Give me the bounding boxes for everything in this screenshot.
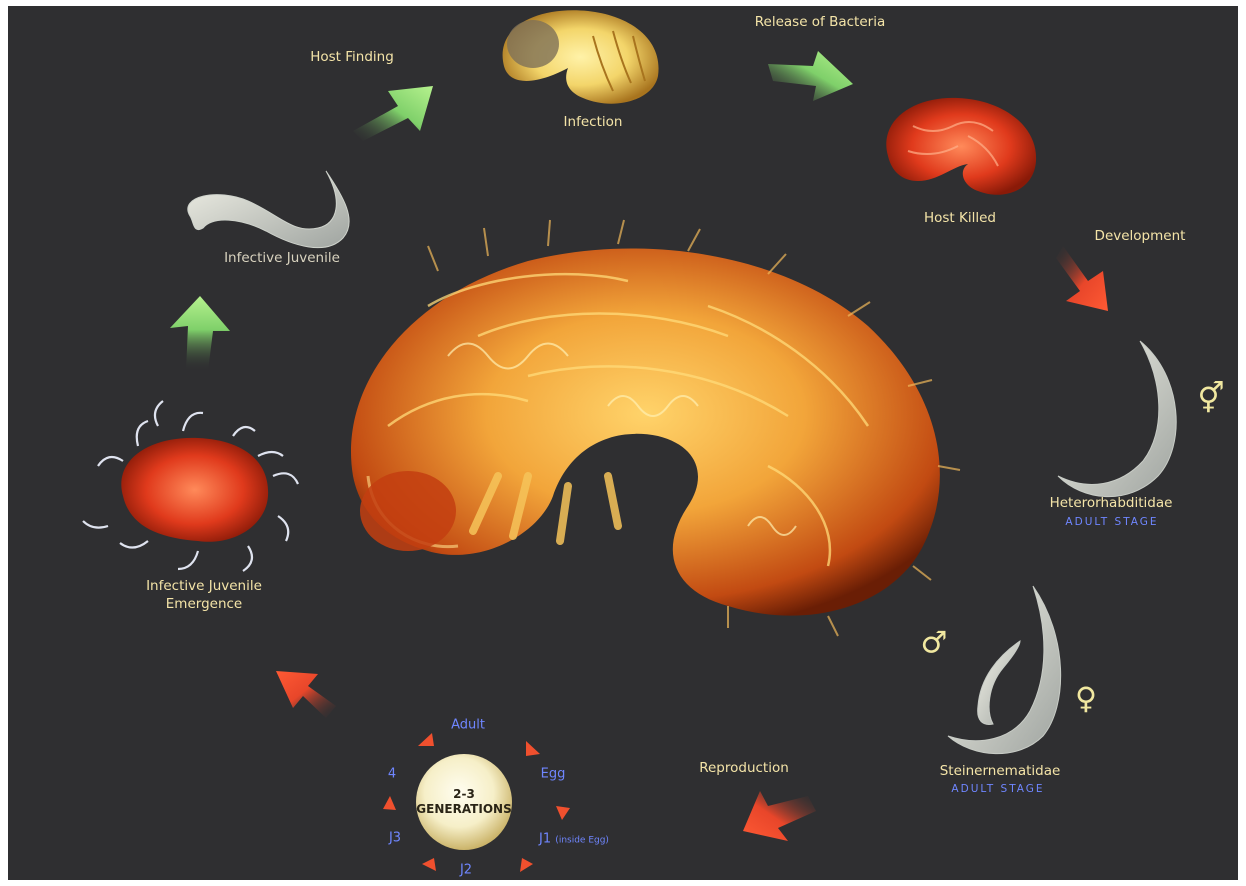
emergence-larva [83,401,298,571]
life-cycle-diagram: Host Finding Infection Release of Bacter… [8,6,1238,880]
cycle-j2-label: J2 [460,864,472,879]
cycle-j3-label: J3 [389,832,401,847]
infective-juvenile-worm [188,171,349,248]
cycle-j1-text: J1 [539,832,551,847]
release-of-bacteria-label: Release of Bacteria [755,15,885,31]
emergence-up-arrow [170,296,230,371]
release-of-bacteria-arrow [768,51,853,101]
cycle-j4-label: 4 [388,768,396,783]
development-arrow [1056,246,1108,311]
generations-word: GENERATIONS [416,802,511,817]
cycle-j1-note: (inside Egg) [555,836,609,846]
female-symbol: ♀ [1075,682,1097,717]
male-symbol: ♂ [921,626,948,661]
heterorhabditidae-worm [1058,341,1176,497]
heterorhabditidae-label: Heterorhabditidae [1050,496,1173,512]
heterorhabditidae-stage-label: ADULT STAGE [1065,516,1158,528]
development-label: Development [1095,229,1186,245]
steinernematidae-label: Steinernematidae [940,764,1061,780]
hermaphrodite-symbol: ⚥ [1197,382,1224,417]
cycle-adult-label: Adult [451,719,485,734]
infective-juvenile-label: Infective Juvenile [224,251,340,267]
diagram-graphics [8,6,1238,880]
infection-larva [503,10,659,103]
infection-label: Infection [564,115,623,131]
generations-center-text: 2-3 GENERATIONS [416,787,511,817]
host-finding-label: Host Finding [310,50,394,66]
cycle-j1-label: J1 (inside Egg) [539,833,609,848]
emergence-label-line1: Infective Juvenile [146,579,262,595]
emergence-label-line2: Emergence [166,597,242,613]
generations-count: 2-3 [416,787,511,802]
host-killed-larva [886,98,1036,195]
steinernematidae-worms [948,586,1061,754]
host-killed-label: Host Killed [924,211,996,227]
central-infected-larva [351,220,960,636]
cycle-egg-label: Egg [541,768,566,783]
reproduction-arrow [743,791,816,841]
reproduction-label: Reproduction [699,761,789,777]
cycle-return-arrow [276,671,336,718]
host-finding-arrow [353,86,433,141]
steinernematidae-stage-label: ADULT STAGE [951,783,1044,795]
